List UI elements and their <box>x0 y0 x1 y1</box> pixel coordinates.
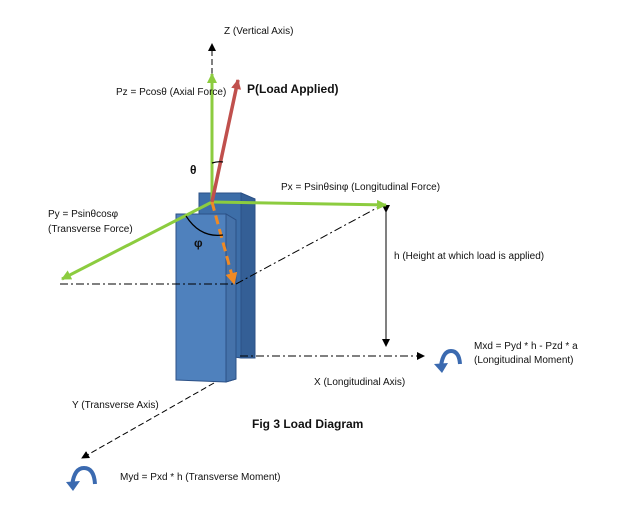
theta-arc <box>211 161 224 164</box>
h-label: h (Height at which load is applied) <box>394 251 545 262</box>
mxd-moment-icon <box>434 348 462 373</box>
myd-moment-icon <box>66 465 97 491</box>
phi-arc <box>185 215 224 236</box>
phi-label: φ <box>194 236 203 250</box>
x-axis-label: X (Longitudinal Axis) <box>314 377 406 388</box>
py-label-line1: Py = Psinθcosφ <box>48 209 119 220</box>
py-label-line2: (Transverse Force) <box>48 224 133 235</box>
pole-back-side <box>240 192 256 359</box>
mxd-label-line1: Mxd = Pyd * h - Pzd * a <box>474 341 578 352</box>
px-label: Px = Psinθsinφ (Longitudinal Force) <box>281 182 441 193</box>
load-arrow <box>210 79 242 203</box>
y-axis-line <box>81 382 215 459</box>
px-arrow <box>211 199 387 210</box>
y-axis-label: Y (Transverse Axis) <box>72 400 159 411</box>
myd-label: Myd = Pxd * h (Transverse Moment) <box>120 472 281 483</box>
mxd-label-line2: (Longitudinal Moment) <box>474 355 574 366</box>
load-label: P(Load Applied) <box>247 82 339 96</box>
pole-front-side <box>225 213 237 383</box>
theta-label: θ <box>190 163 197 177</box>
projection-line-diag <box>235 202 387 285</box>
figure-caption: Fig 3 Load Diagram <box>252 417 364 431</box>
py-arrow <box>61 200 213 281</box>
z-axis-label: Z (Vertical Axis) <box>224 26 294 37</box>
pz-label: Pz = Pcosθ (Axial Force) <box>116 87 227 98</box>
